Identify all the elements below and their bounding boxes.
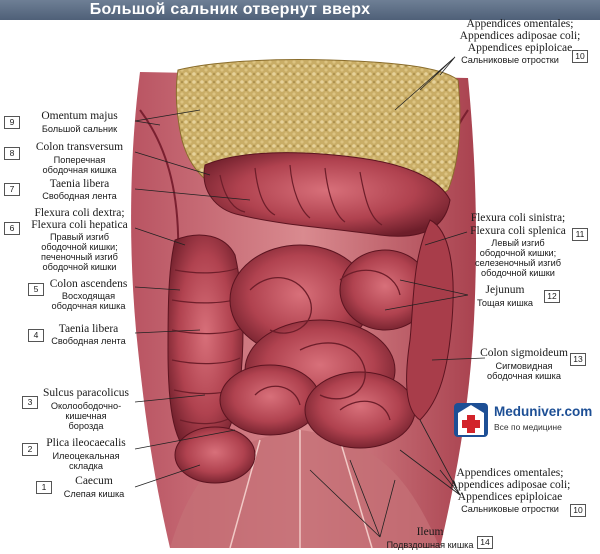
russian-name: ободочная кишка <box>487 371 561 381</box>
russian-name: складка <box>69 461 103 471</box>
russian-name: Тощая кишка <box>476 298 534 308</box>
latin-name: Flexura coli sinistra; <box>470 212 566 224</box>
latin-name: Appendices epiploicae <box>457 491 563 503</box>
russian-name: ободочной кишки; <box>479 248 557 258</box>
latin-name: Appendices adiposae coli; <box>449 479 571 491</box>
label-number: 4 <box>28 329 44 342</box>
russian-name: Правый изгиб <box>49 232 110 242</box>
label-number: 9 <box>4 116 20 129</box>
latin-name: Colon sigmoideum <box>480 347 568 359</box>
latin-name: Flexura coli hepatica <box>31 219 128 231</box>
russian-name: Околоободочно- <box>50 401 122 411</box>
latin-name: Colon ascendens <box>49 278 128 290</box>
russian-name: ободочной кишки <box>481 268 555 278</box>
watermark-tagline: Все по медицине <box>494 422 562 432</box>
latin-name: Appendices adiposae coli; <box>459 30 581 42</box>
russian-name: ободочная кишка <box>51 301 126 311</box>
russian-name: Левый изгиб <box>491 238 545 248</box>
label-number: 6 <box>4 222 20 235</box>
title-banner <box>0 0 600 20</box>
label-number: 10 <box>570 504 586 517</box>
caecum <box>174 426 256 484</box>
label-number: 3 <box>22 396 38 409</box>
meduniver-logo: Meduniver.com Все по медицине <box>452 400 592 440</box>
medical-cross-icon <box>454 403 488 437</box>
russian-name: Свободная лента <box>42 191 117 201</box>
russian-name: Сальниковые отростки <box>461 504 559 514</box>
russian-name: ободочная кишка <box>42 165 117 175</box>
latin-name: Colon transversum <box>35 141 124 153</box>
russian-name: Илеоцекальная <box>52 451 120 461</box>
label-appendices-omentales-bottom: Appendices omentales; Appendices adiposa… <box>445 467 575 503</box>
latin-name: Omentum majus <box>41 110 118 122</box>
latin-name: Jejunum <box>485 284 525 296</box>
latin-name: Taenia libera <box>58 323 119 335</box>
russian-name: печеночный изгиб <box>41 252 118 262</box>
latin-name: Flexura coli dextra; <box>34 207 125 219</box>
page-title: Большой сальник отвернут вверх <box>89 1 371 18</box>
label-number: 12 <box>544 290 560 303</box>
russian-name: борозда <box>68 421 104 431</box>
russian-name: Слепая кишка <box>63 489 125 499</box>
small-intestine <box>219 244 431 449</box>
latin-name: Caecum <box>75 475 113 487</box>
russian-name: Свободная лента <box>51 336 126 346</box>
label-number: 2 <box>22 443 38 456</box>
label-number: 11 <box>572 228 588 241</box>
latin-name: Plica ileocaecalis <box>46 437 126 449</box>
transverse-colon <box>203 152 451 237</box>
russian-name: Сальниковые отростки <box>461 55 559 65</box>
latin-name: Taenia libera <box>49 178 110 190</box>
russian-name: Поперечная <box>53 155 106 165</box>
russian-name: Большой сальник <box>41 124 118 134</box>
russian-name: ободочной кишки; <box>41 242 118 252</box>
latin-name: Ileum <box>416 526 444 538</box>
label-appendices-omentales-top: Appendices omentales; Appendices adiposa… <box>445 18 595 54</box>
latin-name: Sulcus paracolicus <box>43 387 129 399</box>
latin-name: Appendices omentales; <box>456 467 564 479</box>
latin-name: Appendices epiploicae <box>467 42 573 54</box>
russian-name: селезеночный изгиб <box>474 258 562 268</box>
label-number: 10 <box>572 50 588 63</box>
russian-name: ободочной кишки <box>42 262 117 272</box>
russian-name: Восходящая <box>61 291 116 301</box>
watermark-name: Meduniver.com <box>494 404 593 419</box>
label-number: 13 <box>570 353 586 366</box>
label-number: 5 <box>28 283 44 296</box>
label-number: 14 <box>477 536 493 549</box>
russian-name: кишечная <box>65 411 107 421</box>
russian-name: Подвздошная кишка <box>386 540 474 550</box>
latin-name: Flexura coli splenica <box>470 225 566 237</box>
leader-lines <box>134 56 486 538</box>
label-number: 7 <box>4 183 20 196</box>
label-number: 1 <box>36 481 52 494</box>
russian-name: Сигмовидная <box>495 361 553 371</box>
label-number: 8 <box>4 147 20 160</box>
latin-name: Appendices omentales; <box>466 18 574 30</box>
